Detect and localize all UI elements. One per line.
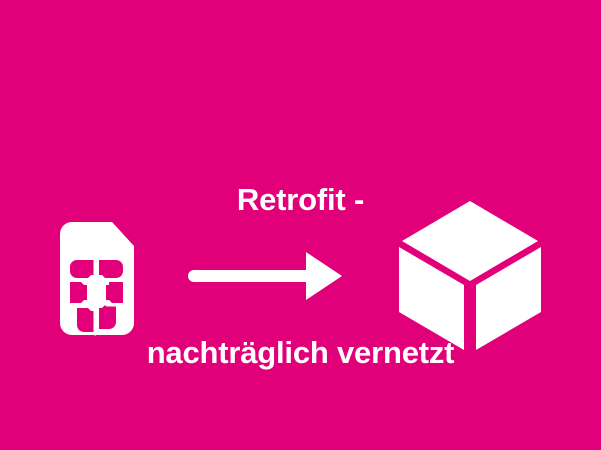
arrow-right-icon xyxy=(188,248,344,304)
headline-line-1: Retrofit - xyxy=(236,182,365,217)
cube-icon xyxy=(398,197,542,354)
headline-line-2: nachträglich vernetzt xyxy=(146,335,455,370)
page-title: Retrofit - nachträglich vernetzt xyxy=(0,72,601,450)
sim-card-icon xyxy=(54,222,140,336)
